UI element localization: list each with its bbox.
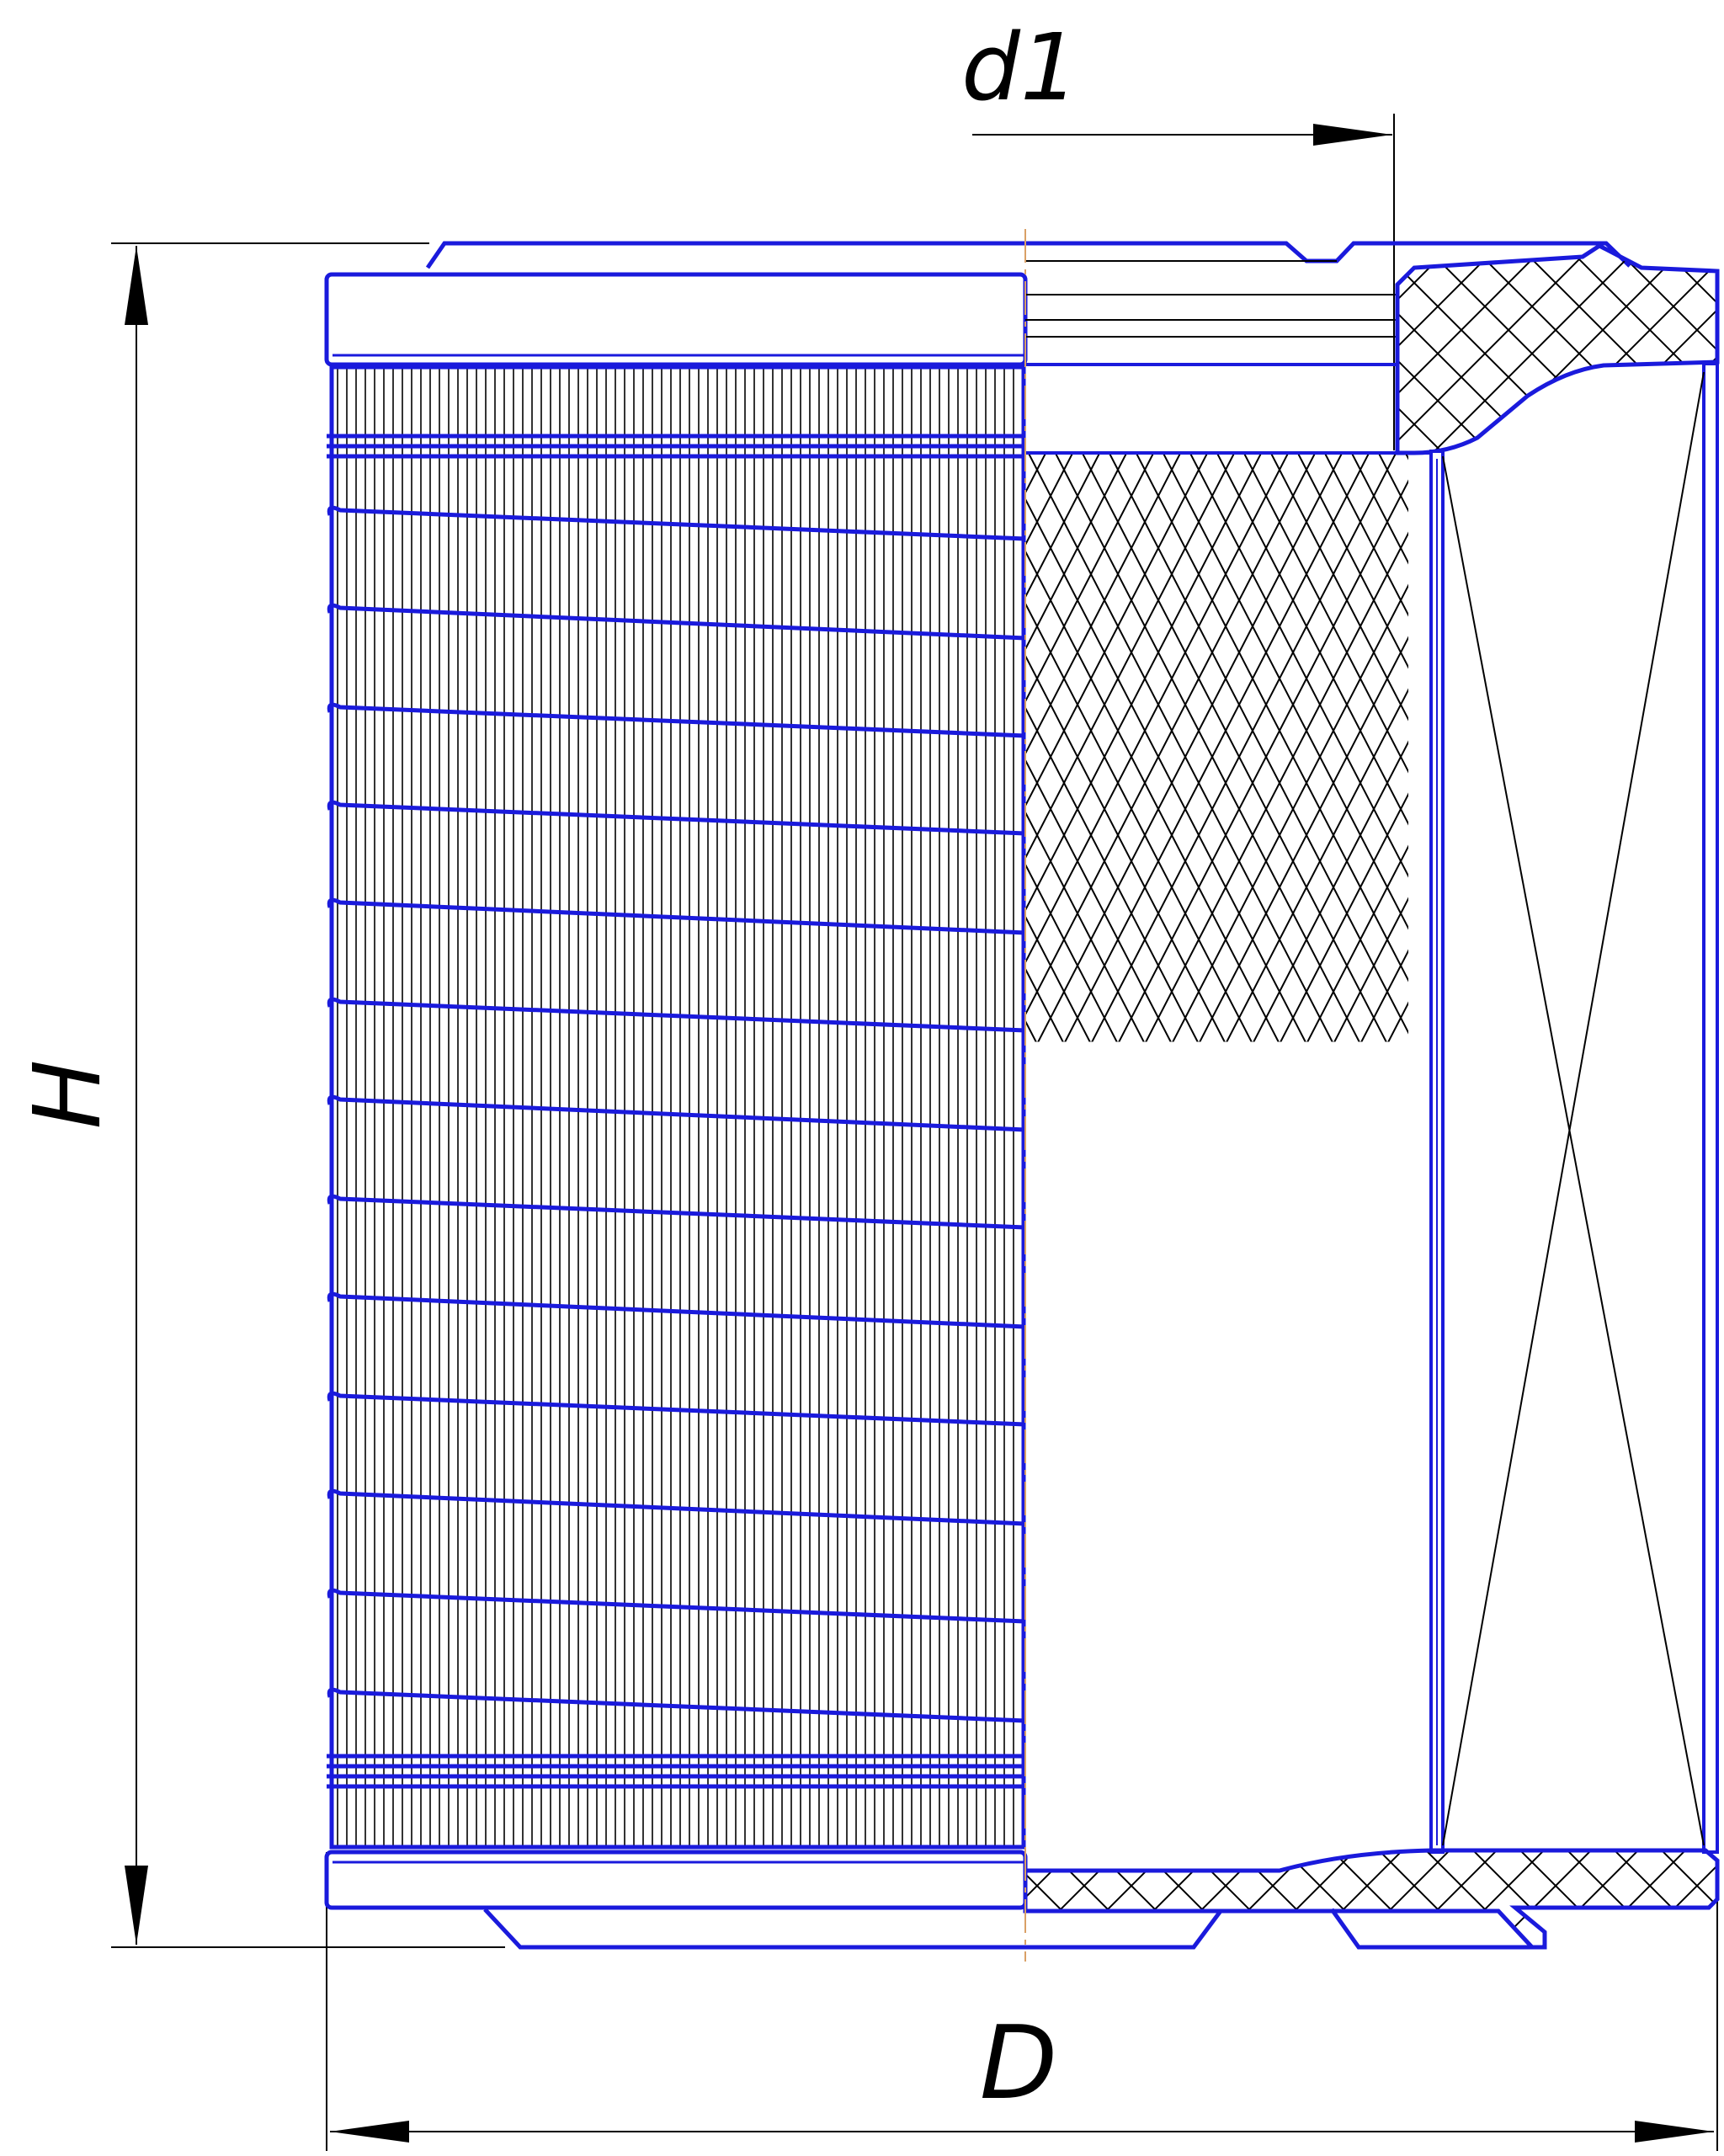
diameter-arrow-left — [330, 2121, 409, 2143]
bottom-rim-right — [1329, 1908, 1540, 1950]
top-cap-inner-lines — [1025, 260, 1396, 338]
inner-diameter-label: d1 — [961, 13, 1079, 121]
section-view — [1023, 241, 1720, 1950]
outer-shell — [1702, 362, 1719, 1854]
expanded-mesh — [1025, 453, 1408, 1042]
top-cap-rim-left — [425, 241, 1025, 269]
height-arrow-top — [125, 246, 148, 325]
bore-cross — [1442, 371, 1705, 1846]
diameter-arrow-right — [1635, 2121, 1714, 2143]
pleated-media — [329, 365, 1026, 1850]
top-cap-left — [324, 272, 1028, 367]
exterior-view — [324, 241, 1223, 1950]
inner-diameter-arrow — [1313, 124, 1392, 146]
dimension-inner-diameter: d1 — [961, 13, 1395, 450]
dimension-height: H — [13, 242, 505, 1948]
bottom-cap-left — [324, 1850, 1028, 1910]
bottom-cap-section — [1023, 1848, 1720, 1950]
diameter-label: D — [980, 2005, 1057, 2122]
top-cap-section — [1395, 243, 1720, 455]
height-label: H — [13, 1060, 121, 1130]
height-arrow-bottom — [125, 1866, 148, 1945]
bottom-rim-left — [483, 1908, 1223, 1950]
dimension-outer-diameter: D — [326, 1852, 1718, 2151]
spiral-bands — [327, 434, 1026, 1789]
